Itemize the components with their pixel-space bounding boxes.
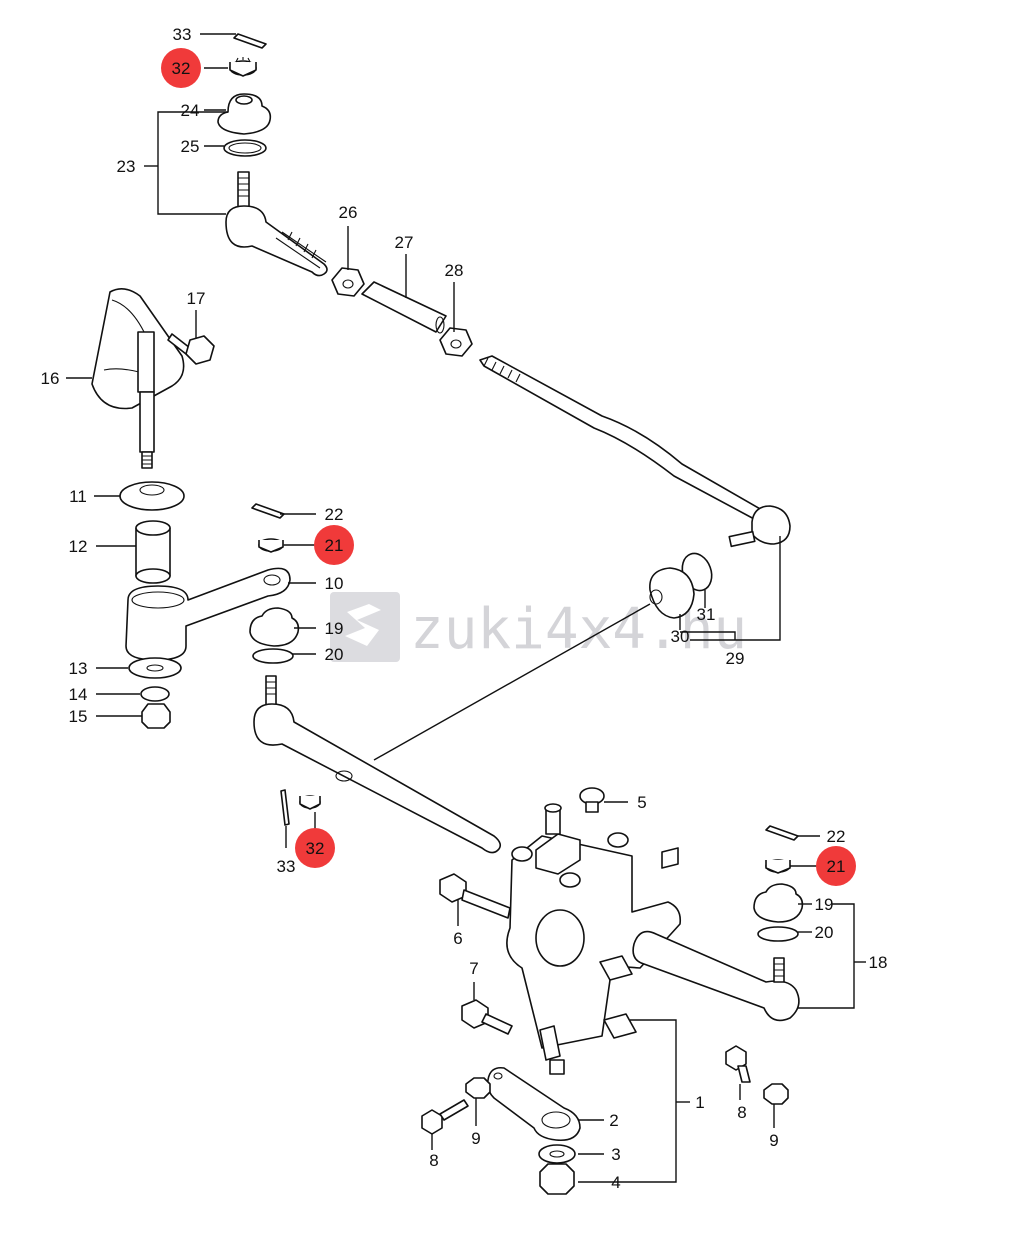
highlight-circle-21-mid (314, 525, 354, 565)
bolt-icon (421, 1099, 469, 1135)
callout-32-highlighted: 32 (172, 59, 191, 78)
highlight-markers (161, 48, 856, 886)
tie-rod-icon (253, 675, 502, 854)
callout-29: 29 (726, 649, 745, 668)
callout-27: 27 (395, 233, 414, 252)
callout-33-lower: 33 (277, 857, 296, 876)
callout-14: 14 (69, 685, 88, 704)
highlight-circle-32-top (161, 48, 201, 88)
parts (91, 33, 804, 1195)
callout-8-right: 8 (737, 1103, 746, 1122)
washer-icon (128, 657, 182, 679)
tie-rod-icon (632, 930, 800, 1022)
callout-21-highlighted: 21 (325, 536, 344, 555)
hex-nut-icon (763, 1083, 789, 1105)
washer-icon (140, 686, 170, 702)
callout-9-right: 9 (769, 1131, 778, 1150)
callout-labels: 33 32 24 25 23 26 27 28 17 16 11 22 12 2… (41, 25, 888, 1192)
clip-ring-icon (757, 926, 799, 942)
castle-nut-icon (229, 57, 257, 77)
callout-24: 24 (181, 101, 200, 120)
clip-ring-icon (252, 648, 294, 664)
callout-26: 26 (339, 203, 358, 222)
clip-ring-icon (223, 139, 267, 157)
callout-21-right-highlighted: 21 (827, 857, 846, 876)
bolt-icon (439, 873, 511, 919)
bushing-icon (135, 520, 171, 584)
callout-12: 12 (69, 537, 88, 556)
steering-gear-box-icon (506, 803, 682, 1075)
hex-nut-icon (331, 267, 365, 297)
callout-31: 31 (697, 605, 716, 624)
callout-19-right: 19 (815, 895, 834, 914)
callout-22-right: 22 (827, 827, 846, 846)
bolt-icon (167, 333, 215, 365)
cotter-pin-icon (280, 789, 290, 826)
leader-lines (66, 33, 866, 1183)
callout-4: 4 (611, 1173, 620, 1192)
plug-icon (579, 787, 605, 813)
hex-nut-icon (141, 703, 171, 729)
cushion-icon (119, 481, 185, 511)
highlight-circle-21-right (816, 846, 856, 886)
bolt-icon (725, 1045, 751, 1083)
callout-23: 23 (117, 157, 136, 176)
callout-5: 5 (637, 793, 646, 812)
adjusting-sleeve-icon (361, 281, 447, 333)
callout-17: 17 (187, 289, 206, 308)
callout-15: 15 (69, 707, 88, 726)
callout-28: 28 (445, 261, 464, 280)
callout-16: 16 (41, 369, 60, 388)
castle-nut-icon (765, 859, 791, 874)
dust-boot-icon (649, 567, 695, 619)
hex-nut-icon (465, 1077, 491, 1099)
callout-11: 11 (69, 487, 87, 506)
dust-boot-icon (217, 93, 272, 135)
castle-nut-icon (299, 795, 321, 810)
drag-link-icon (479, 355, 791, 548)
dust-boot-icon (753, 883, 804, 923)
callout-2: 2 (609, 1111, 618, 1130)
pitman-arm-icon (486, 1066, 581, 1142)
hex-nut-icon (439, 327, 473, 357)
callout-22: 22 (325, 505, 344, 524)
callout-10: 10 (325, 574, 344, 593)
callout-1: 1 (695, 1093, 704, 1112)
callout-3: 3 (611, 1145, 620, 1164)
callout-19: 19 (325, 619, 344, 638)
callout-33: 33 (173, 25, 192, 44)
cotter-pin-icon (765, 825, 799, 841)
hex-nut-icon (539, 1163, 575, 1195)
cotter-pin-icon (233, 33, 267, 49)
callout-20-right: 20 (815, 923, 834, 942)
callout-8-left: 8 (429, 1151, 438, 1170)
callout-13: 13 (69, 659, 88, 678)
washer-icon (538, 1144, 576, 1164)
highlight-circle-32-lower (295, 828, 335, 868)
cotter-pin-icon (251, 503, 285, 519)
idler-bracket-icon (91, 288, 185, 469)
callout-25: 25 (181, 137, 200, 156)
dust-boot-icon (249, 607, 300, 647)
callout-32-lower-highlighted: 32 (306, 839, 325, 858)
tie-rod-end-icon (225, 171, 328, 277)
castle-nut-icon (258, 538, 284, 553)
callout-20: 20 (325, 645, 344, 664)
callout-9-left: 9 (471, 1129, 480, 1148)
callout-30: 30 (671, 627, 690, 646)
bolt-icon (461, 999, 513, 1035)
callout-6: 6 (453, 929, 462, 948)
callout-7: 7 (469, 959, 478, 978)
callout-18: 18 (869, 953, 888, 972)
